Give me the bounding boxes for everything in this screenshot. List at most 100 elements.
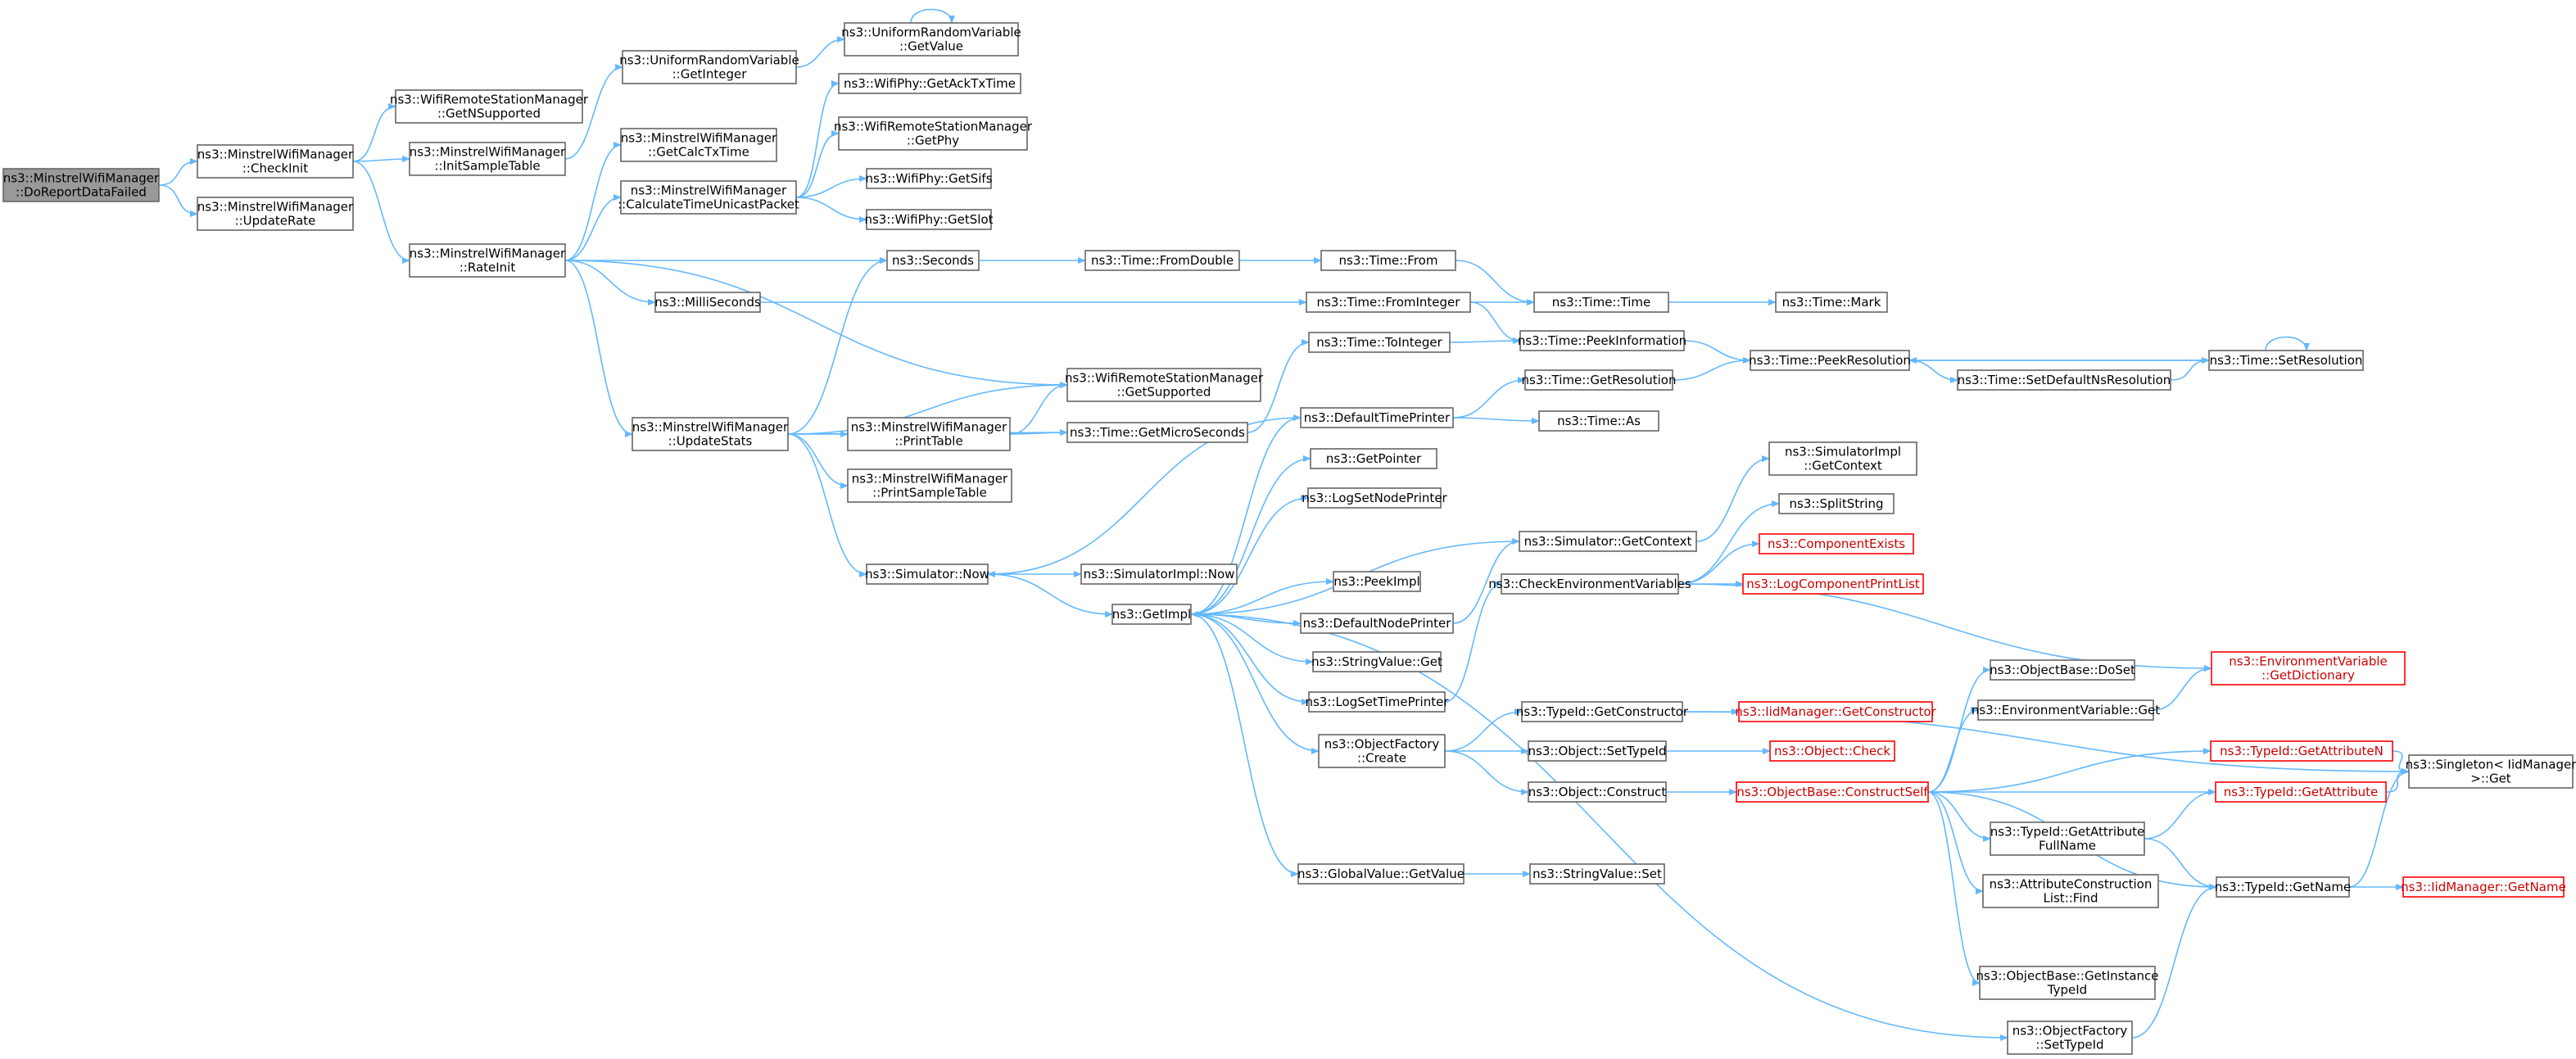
- node-box: [838, 116, 1028, 151]
- call-edge: [2265, 336, 2310, 351]
- node-getcalc[interactable]: ns3::MinstrelWifiManager::GetCalcTxTime: [620, 128, 777, 162]
- node-strvalget[interactable]: ns3::StringValue::Get: [1311, 651, 1442, 672]
- node-deftimeprinter[interactable]: ns3::DefaultTimePrinter: [1300, 407, 1454, 428]
- node-label: ns3::Time::ToInteger: [1316, 335, 1442, 350]
- node-label: ns3::SimulatorImpl::Now: [1084, 567, 1235, 582]
- node-getnsupp[interactable]: ns3::WifiRemoteStationManager::GetNSuppo…: [390, 89, 589, 124]
- node-simimplctx[interactable]: ns3::SimulatorImpl::GetContext: [1768, 441, 1917, 476]
- node-getmicro[interactable]: ns3::Time::GetMicroSeconds: [1066, 422, 1248, 443]
- node-label: ::GetDictionary: [2261, 668, 2355, 683]
- node-seconds[interactable]: ns3::Seconds: [886, 250, 980, 271]
- node-objconstruct[interactable]: ns3::Object::Construct: [1528, 781, 1667, 803]
- node-rateinit[interactable]: ns3::MinstrelWifiManager::RateInit: [409, 243, 566, 278]
- node-simimplnow[interactable]: ns3::SimulatorImpl::Now: [1080, 563, 1238, 585]
- node-objcheck[interactable]: ns3::Object::Check: [1769, 740, 1895, 762]
- node-peekres[interactable]: ns3::Time::PeekResolution: [1749, 350, 1911, 371]
- node-objbasedoset[interactable]: ns3::ObjectBase::DoSet: [1990, 659, 2135, 681]
- edge-root-to-checkinit: [158, 158, 198, 186]
- node-getsifs[interactable]: ns3::WifiPhy::GetSifs: [865, 168, 993, 189]
- node-root[interactable]: ns3::MinstrelWifiManager::DoReportDataFa…: [2, 168, 160, 202]
- node-time[interactable]: ns3::Time::Time: [1533, 292, 1669, 313]
- node-logsetnode[interactable]: ns3::LogSetNodePrinter: [1302, 487, 1448, 509]
- node-label: ns3::ObjectBase::GetInstance: [1976, 969, 2159, 984]
- node-label: ns3::EnvironmentVariable: [2229, 654, 2387, 669]
- node-millis[interactable]: ns3::MilliSeconds: [654, 292, 761, 313]
- node-from[interactable]: ns3::Time::From: [1320, 250, 1456, 271]
- node-singletonget[interactable]: ns3::Singleton< IidManager >::Get: [2406, 754, 2576, 789]
- edge-simgetctx-to-simimplctx: [1695, 455, 1770, 542]
- edge-rateinit-to-updatestats: [564, 260, 633, 437]
- node-label: ns3::Object::Check: [1774, 744, 1890, 758]
- node-typeidgetattr[interactable]: ns3::TypeId::GetAttribute: [2215, 781, 2387, 803]
- node-updaterate[interactable]: ns3::MinstrelWifiManager::UpdateRate: [197, 197, 354, 231]
- node-tointeger[interactable]: ns3::Time::ToInteger: [1308, 332, 1451, 353]
- node-initsample[interactable]: ns3::MinstrelWifiManager::InitSampleTabl…: [409, 142, 566, 176]
- node-typeidgetattrn[interactable]: ns3::TypeId::GetAttributeN: [2210, 740, 2393, 762]
- node-objsettypeid[interactable]: ns3::Object::SetTypeId: [1528, 740, 1667, 762]
- edge-defnodeprinter-to-simgetctx: [1452, 538, 1520, 624]
- node-simnow[interactable]: ns3::Simulator::Now: [865, 563, 989, 585]
- node-updatestats[interactable]: ns3::MinstrelWifiManager::UpdateStats: [632, 417, 789, 451]
- edge-getmicro-to-tointeger: [1247, 339, 1310, 433]
- node-iidmgrgetctor[interactable]: ns3::IidManager::GetConstructor: [1735, 701, 1937, 722]
- node-as[interactable]: ns3::Time::As: [1538, 410, 1659, 432]
- node-getphy[interactable]: ns3::WifiRemoteStationManager::GetPhy: [834, 116, 1033, 151]
- node-box: [1297, 863, 1465, 885]
- node-strvalset[interactable]: ns3::StringValue::Set: [1529, 863, 1665, 885]
- edge-typeidgetname-to-singletonget: [2348, 768, 2410, 888]
- node-peekinfo[interactable]: ns3::Time::PeekInformation: [1518, 330, 1686, 351]
- edge-initsample-to-urvgetint: [564, 64, 623, 160]
- node-constructself[interactable]: ns3::ObjectBase::ConstructSelf: [1736, 781, 1929, 803]
- node-label: ns3::IidManager::GetConstructor: [1735, 704, 1936, 719]
- edge-getimpl-to-globalgetvalue: [1190, 613, 1299, 877]
- node-box: [1519, 330, 1685, 351]
- edge-constructself-to-envget: [1927, 707, 1979, 793]
- node-compexists[interactable]: ns3::ComponentExists: [1759, 533, 1914, 554]
- node-simgetctx[interactable]: ns3::Simulator::GetContext: [1519, 531, 1697, 552]
- node-logcomplist[interactable]: ns3::LogComponentPrintList: [1742, 573, 1924, 595]
- node-envgetdict[interactable]: ns3::EnvironmentVariable::GetDictionary: [2211, 651, 2406, 686]
- call-edge: [1449, 337, 1521, 345]
- node-getsupp[interactable]: ns3::WifiRemoteStationManager::GetSuppor…: [1065, 368, 1264, 402]
- node-setdefns[interactable]: ns3::Time::SetDefaultNsResolution: [1957, 369, 2171, 391]
- node-getres[interactable]: ns3::Time::GetResolution: [1522, 369, 1677, 391]
- node-getacktx[interactable]: ns3::WifiPhy::GetAckTxTime: [838, 73, 1021, 94]
- node-typeidgetctor[interactable]: ns3::TypeId::GetConstructor: [1516, 701, 1689, 722]
- node-objfactsettypeid[interactable]: ns3::ObjectFactory::SetTypeId: [2007, 1021, 2133, 1055]
- node-peekimpl[interactable]: ns3::PeekImpl: [1333, 571, 1421, 592]
- node-envget[interactable]: ns3::EnvironmentVariable::Get: [1972, 699, 2160, 721]
- node-iidmgrgetname[interactable]: ns3::IidManager::GetName: [2401, 876, 2566, 898]
- node-label: ns3::TypeId::GetConstructor: [1516, 704, 1689, 719]
- edge-getimpl-to-objfactsettypeid: [1190, 613, 2008, 1041]
- node-defnodeprinter[interactable]: ns3::DefaultNodePrinter: [1300, 613, 1454, 634]
- node-globalgetvalue[interactable]: ns3::GlobalValue::GetValue: [1297, 863, 1465, 885]
- node-mark[interactable]: ns3::Time::Mark: [1775, 292, 1888, 313]
- node-logsettime[interactable]: ns3::LogSetTimePrinter: [1305, 691, 1449, 713]
- node-label: ns3::ObjectFactory: [2012, 1024, 2128, 1039]
- node-setres[interactable]: ns3::Time::SetResolution: [2208, 350, 2364, 371]
- node-urvgetint[interactable]: ns3::UniformRandomVariable::GetInteger: [619, 50, 799, 84]
- node-getslot[interactable]: ns3::WifiPhy::GetSlot: [864, 209, 994, 230]
- node-printsample[interactable]: ns3::MinstrelWifiManager::PrintSampleTab…: [847, 468, 1012, 503]
- node-getimpl[interactable]: ns3::GetImpl: [1111, 604, 1192, 625]
- edge-envget-to-envgetdict: [2153, 665, 2212, 711]
- node-getpointer[interactable]: ns3::GetPointer: [1310, 448, 1437, 469]
- edge-rateinit-to-getcalc: [564, 142, 622, 261]
- node-checkinit[interactable]: ns3::MinstrelWifiManager::CheckInit: [197, 144, 354, 179]
- node-fromdouble[interactable]: ns3::Time::FromDouble: [1084, 250, 1240, 271]
- node-typeidgetname[interactable]: ns3::TypeId::GetName: [2215, 876, 2351, 898]
- call-edge: [2153, 665, 2212, 711]
- node-label: ns3::WifiPhy::GetAckTxTime: [844, 76, 1016, 91]
- node-splitstring[interactable]: ns3::SplitString: [1778, 493, 1895, 514]
- node-objfactcreate[interactable]: ns3::ObjectFactory::Create: [1318, 734, 1446, 768]
- node-calctime[interactable]: ns3::MinstrelWifiManager::CalculateTimeU…: [618, 180, 799, 215]
- node-label: ns3::Time::FromDouble: [1091, 253, 1234, 268]
- node-box: [1066, 368, 1261, 402]
- node-urvgetval[interactable]: ns3::UniformRandomVariable::GetValue: [841, 22, 1021, 57]
- node-checkenv[interactable]: ns3::CheckEnvironmentVariables: [1488, 573, 1691, 595]
- node-frominteger[interactable]: ns3::Time::FromInteger: [1306, 292, 1471, 313]
- node-printtable[interactable]: ns3::MinstrelWifiManager::PrintTable: [847, 417, 1011, 451]
